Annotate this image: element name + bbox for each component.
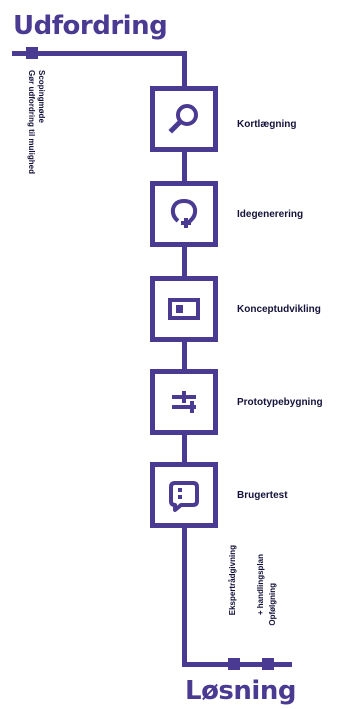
step-box-usertest (150, 462, 218, 528)
expert-advice-node (228, 658, 240, 670)
follow-up-label-line1: Opfølgning (268, 583, 277, 626)
follow-up-label-line2: + handlingsplan (256, 554, 265, 616)
magnifier-icon (168, 104, 198, 134)
speech-bubble-icon (169, 481, 199, 512)
step-label-concept: Konceptudvikling (237, 304, 321, 315)
main-vertical-line (182, 51, 187, 667)
step-box-prototype (150, 369, 218, 435)
step-label-prototype: Prototypebygning (237, 397, 323, 408)
follow-up-node (262, 658, 274, 670)
step-label-usertest: Brugertest (237, 490, 288, 501)
title-solution: Løsning (185, 676, 296, 706)
concept-card-icon (168, 298, 200, 320)
step-box-concept (150, 276, 218, 342)
step-box-ideation (150, 181, 218, 247)
start-note-primary: Scopingmøde (37, 70, 46, 123)
start-note-secondary: Gør udfordring til mulighed (27, 70, 36, 174)
start-horizontal-line (12, 51, 185, 56)
start-node (26, 47, 38, 59)
step-label-ideation: Idegenerering (237, 209, 304, 220)
tools-icon (172, 391, 196, 413)
step-box-mapping (150, 86, 218, 152)
title-challenge: Udfordring (13, 11, 168, 41)
step-label-mapping: Kortlægning (237, 119, 297, 130)
expert-advice-label: Ekspertrådgivning (228, 545, 237, 616)
lightbulb-icon (170, 199, 198, 228)
